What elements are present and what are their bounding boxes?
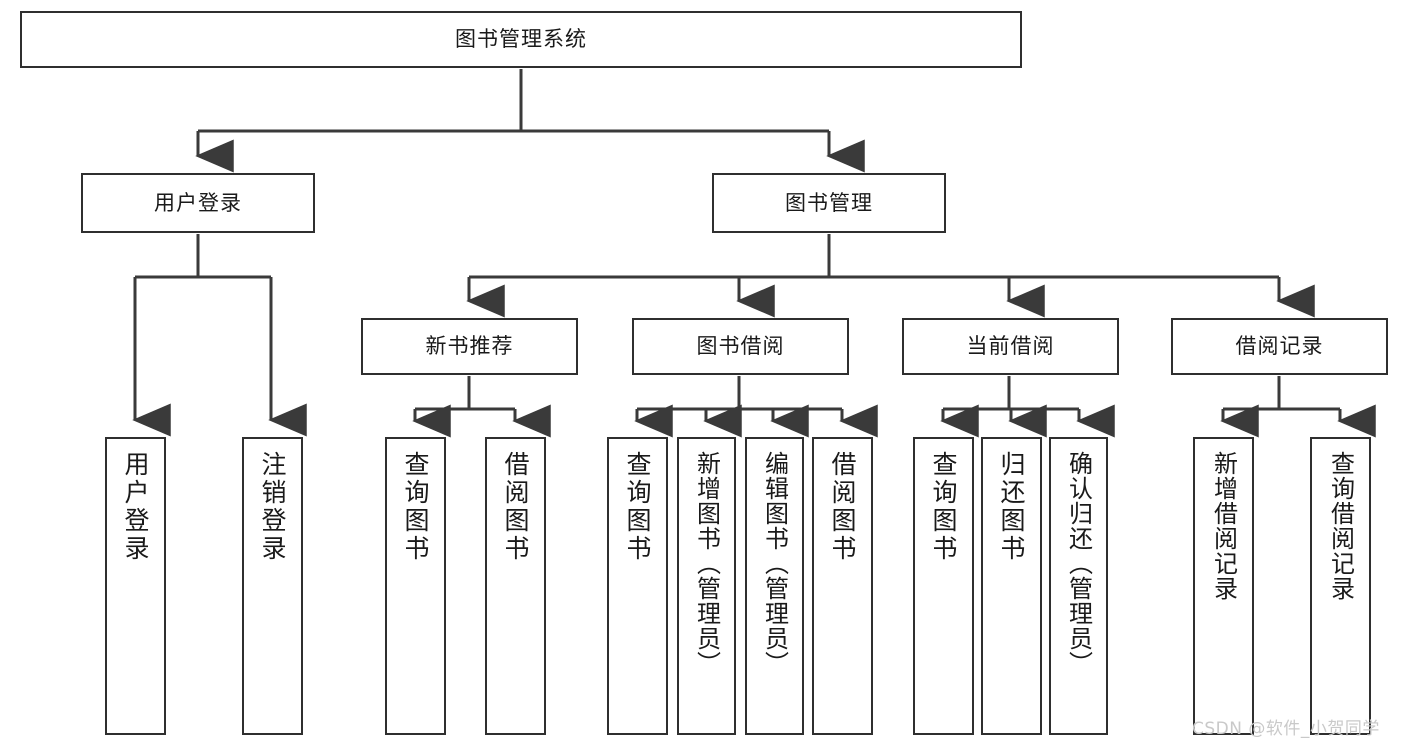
- leaf-borrow-book-2[interactable]: 借阅图书: [812, 437, 873, 735]
- leaf-query-book-3-label: 查询图书: [929, 451, 958, 563]
- leaf-query-record-label: 查询借阅记录: [1326, 451, 1355, 601]
- node-book-manage-label: 图书管理: [785, 190, 873, 215]
- node-user-login-label: 用户登录: [154, 190, 242, 215]
- leaf-user-login[interactable]: 用户登录: [105, 437, 166, 735]
- node-book-borrow[interactable]: 图书借阅: [632, 318, 849, 375]
- leaf-user-login-label: 用户登录: [121, 451, 150, 563]
- leaf-query-book-1[interactable]: 查询图书: [385, 437, 446, 735]
- leaf-return-book-label: 归还图书: [997, 451, 1026, 563]
- node-new-book-recommend[interactable]: 新书推荐: [361, 318, 578, 375]
- node-root[interactable]: 图书管理系统: [20, 11, 1022, 68]
- leaf-query-book-2[interactable]: 查询图书: [607, 437, 668, 735]
- leaf-borrow-book-1-label: 借阅图书: [501, 451, 530, 563]
- leaf-add-book-label: 新增图书（管理员）: [692, 451, 721, 676]
- leaf-query-record[interactable]: 查询借阅记录: [1310, 437, 1371, 735]
- leaf-edit-book-label: 编辑图书（管理员）: [760, 451, 789, 676]
- node-new-book-recommend-label: 新书推荐: [425, 334, 514, 359]
- csdn-watermark: CSDN @软件_小贺同学: [1192, 719, 1380, 739]
- node-current-borrow[interactable]: 当前借阅: [902, 318, 1119, 375]
- leaf-logout-label: 注销登录: [258, 451, 287, 563]
- leaf-logout[interactable]: 注销登录: [242, 437, 303, 735]
- leaf-query-book-2-label: 查询图书: [623, 451, 652, 563]
- leaf-confirm-return-label: 确认归还（管理员）: [1064, 451, 1093, 676]
- leaf-add-record-label: 新增借阅记录: [1209, 451, 1238, 601]
- leaf-add-book[interactable]: 新增图书（管理员）: [677, 437, 736, 735]
- node-book-manage[interactable]: 图书管理: [712, 173, 946, 233]
- leaf-borrow-book-2-label: 借阅图书: [828, 451, 857, 563]
- leaf-return-book[interactable]: 归还图书: [981, 437, 1042, 735]
- leaf-borrow-book-1[interactable]: 借阅图书: [485, 437, 546, 735]
- node-borrow-record[interactable]: 借阅记录: [1171, 318, 1388, 375]
- leaf-edit-book[interactable]: 编辑图书（管理员）: [745, 437, 804, 735]
- leaf-add-record[interactable]: 新增借阅记录: [1193, 437, 1254, 735]
- leaf-query-book-1-label: 查询图书: [401, 451, 430, 563]
- node-book-borrow-label: 图书借阅: [696, 334, 785, 359]
- node-borrow-record-label: 借阅记录: [1235, 334, 1324, 359]
- node-user-login[interactable]: 用户登录: [81, 173, 315, 233]
- node-current-borrow-label: 当前借阅: [966, 334, 1055, 359]
- node-root-label: 图书管理系统: [455, 27, 587, 52]
- leaf-confirm-return[interactable]: 确认归还（管理员）: [1049, 437, 1108, 735]
- leaf-query-book-3[interactable]: 查询图书: [913, 437, 974, 735]
